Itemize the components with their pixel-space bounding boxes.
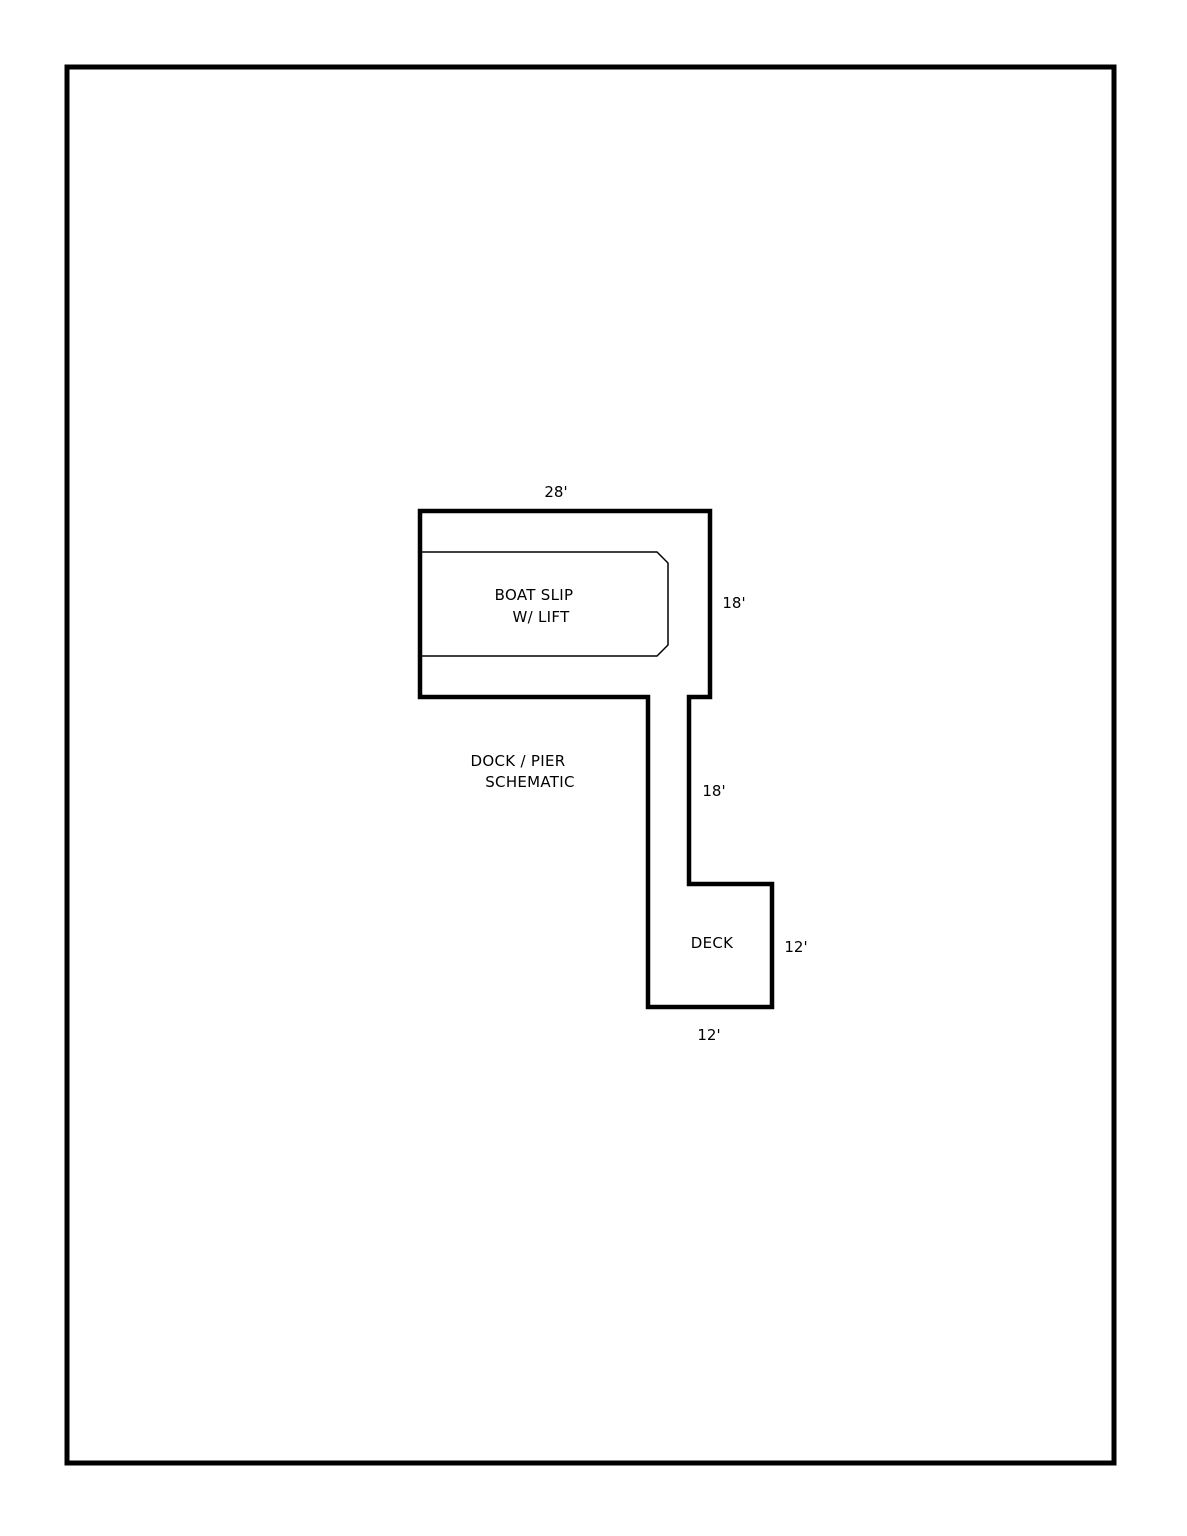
dimension-slip-right: 18' (722, 594, 745, 612)
dimension-deck-right: 12' (784, 938, 807, 956)
deck-label: DECK (691, 934, 734, 952)
schematic-title-line2: SCHEMATIC (485, 773, 575, 791)
boat-slip-label: BOAT SLIP (495, 586, 574, 604)
dock-outline (417, 508, 775, 1010)
dimension-deck-bottom: 12' (697, 1026, 720, 1044)
dimension-walkway: 18' (702, 782, 725, 800)
boat-slip-lift-label: W/ LIFT (512, 608, 570, 626)
schematic-title-line1: DOCK / PIER (471, 752, 566, 770)
dimension-top: 28' (544, 483, 567, 501)
page-border (64, 64, 1117, 1466)
boat-slip-outline (420, 551, 669, 657)
